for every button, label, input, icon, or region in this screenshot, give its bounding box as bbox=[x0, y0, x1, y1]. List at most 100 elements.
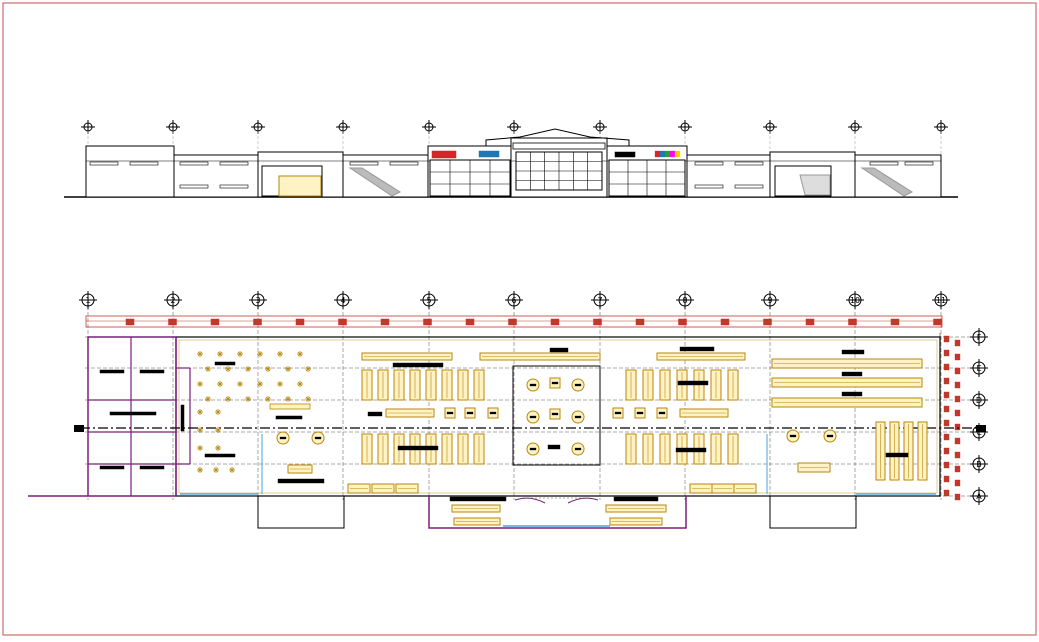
grid-column-marker: 6 bbox=[505, 291, 523, 309]
axis-label: 10 bbox=[850, 296, 860, 305]
side-column bbox=[954, 423, 961, 431]
inner-wall-line bbox=[178, 339, 938, 494]
signage-colour-tile bbox=[659, 150, 666, 158]
plant-stroke bbox=[305, 366, 311, 372]
grid-row-marker: F bbox=[970, 328, 988, 346]
canopy-column bbox=[168, 318, 177, 326]
grid-column-marker: 7 bbox=[591, 291, 609, 309]
table-mark bbox=[489, 411, 497, 415]
plant-stroke bbox=[305, 396, 311, 402]
facade-window bbox=[219, 161, 249, 166]
plant-stroke bbox=[285, 396, 291, 402]
plant-symbol bbox=[197, 381, 203, 387]
canopy-column bbox=[720, 318, 730, 326]
table-mark bbox=[614, 411, 622, 415]
canopy-column bbox=[763, 318, 772, 326]
side-column bbox=[943, 461, 950, 469]
plant-symbol bbox=[237, 381, 243, 387]
canopy-column bbox=[465, 318, 475, 326]
food-court-boundary bbox=[512, 365, 601, 466]
grid-column-marker: 1 bbox=[79, 291, 97, 309]
plant-symbol bbox=[197, 351, 203, 357]
door-swing bbox=[567, 497, 599, 504]
facade-window bbox=[694, 184, 724, 189]
door-swing bbox=[514, 497, 546, 504]
long-rack bbox=[771, 377, 923, 388]
square-table bbox=[612, 407, 624, 419]
elevation-axis-marker bbox=[763, 120, 777, 134]
square-table bbox=[549, 408, 561, 420]
grid-column-marker: 11 bbox=[932, 291, 950, 309]
plant-symbol bbox=[297, 351, 303, 357]
grid-column-marker: 10 bbox=[846, 291, 864, 309]
checkout-counter bbox=[733, 483, 757, 494]
round-table bbox=[526, 410, 540, 424]
axis-label: D bbox=[976, 396, 982, 405]
counter bbox=[287, 464, 313, 474]
round-table bbox=[823, 429, 837, 443]
side-column bbox=[943, 363, 950, 371]
signage-colour-tile bbox=[669, 150, 676, 158]
tall-rack bbox=[917, 421, 928, 481]
canopy-column bbox=[805, 318, 815, 326]
elevation-axis-marker bbox=[507, 120, 521, 134]
side-column bbox=[943, 405, 950, 413]
signage-colour-tile bbox=[654, 150, 661, 158]
plant-symbol bbox=[297, 381, 303, 387]
side-column bbox=[954, 409, 961, 417]
plant-symbol bbox=[217, 381, 223, 387]
side-column bbox=[954, 381, 961, 389]
area-label-bar bbox=[367, 411, 383, 417]
plant-stroke bbox=[229, 467, 235, 473]
plant-stroke bbox=[265, 366, 271, 372]
facade-window bbox=[694, 161, 724, 166]
grid-column-marker: 4 bbox=[334, 291, 352, 309]
plant-symbol bbox=[215, 409, 221, 415]
plant-stroke bbox=[217, 381, 223, 387]
round-table bbox=[571, 378, 585, 392]
shelving-rack bbox=[457, 369, 469, 401]
plant-stroke bbox=[197, 427, 203, 433]
room-label-bar bbox=[99, 465, 125, 470]
room-label-bar bbox=[275, 415, 303, 420]
area-label-bar bbox=[392, 362, 444, 368]
plant-symbol bbox=[197, 467, 203, 473]
storefront-shade bbox=[799, 174, 831, 196]
grid-row-marker: A bbox=[970, 487, 988, 505]
area-label-bar bbox=[841, 371, 863, 377]
plant-stroke bbox=[213, 467, 219, 473]
axis-label: 6 bbox=[511, 296, 516, 305]
round-table bbox=[571, 410, 585, 424]
shelving-rack bbox=[727, 433, 739, 465]
plant-stroke bbox=[197, 467, 203, 473]
area-label-bar bbox=[885, 452, 909, 458]
axis-label: 7 bbox=[597, 296, 602, 305]
plant-stroke bbox=[205, 366, 211, 372]
plant-symbol bbox=[215, 427, 221, 433]
table-mark bbox=[789, 434, 797, 438]
grid-column-marker: 2 bbox=[164, 291, 182, 309]
plant-stroke bbox=[237, 351, 243, 357]
canopy-column bbox=[253, 318, 262, 326]
section-arrow-right bbox=[976, 425, 986, 432]
round-table bbox=[276, 431, 290, 445]
plant-stroke bbox=[257, 381, 263, 387]
room-label-bar bbox=[99, 369, 125, 374]
tall-rack bbox=[875, 421, 886, 481]
facade-window bbox=[734, 184, 764, 189]
grid-column-marker: 8 bbox=[676, 291, 694, 309]
plant-symbol bbox=[237, 351, 243, 357]
shelving-rack bbox=[441, 369, 453, 401]
canopy-column bbox=[848, 318, 857, 326]
axis-label: A bbox=[976, 492, 982, 501]
side-column bbox=[954, 353, 961, 361]
facade-window bbox=[179, 184, 209, 189]
gondola bbox=[679, 408, 729, 418]
central-curtain-wall bbox=[515, 151, 603, 191]
side-column bbox=[954, 437, 961, 445]
axis-label: 2 bbox=[170, 296, 175, 305]
side-column bbox=[943, 419, 950, 427]
plant-stroke bbox=[237, 381, 243, 387]
side-column bbox=[943, 335, 950, 343]
side-column bbox=[954, 493, 961, 501]
